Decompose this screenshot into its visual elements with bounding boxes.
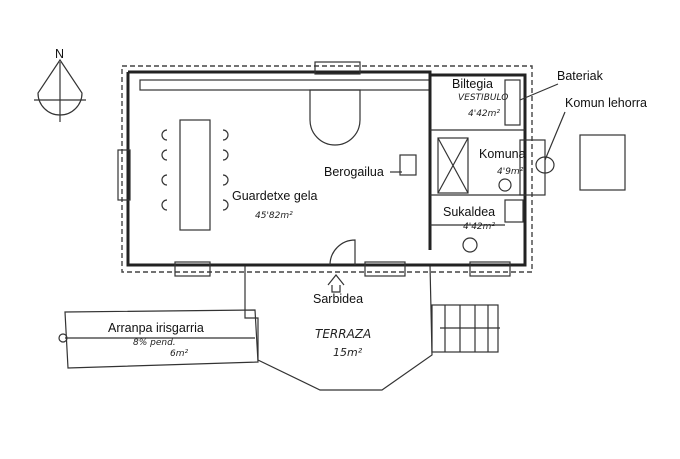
window — [117, 149, 131, 201]
room-note-vestibulo: VESTIBULO — [458, 93, 508, 103]
shower — [437, 137, 469, 194]
ramp-slope: 8% pend. — [133, 338, 176, 348]
callout-bateriak: Bateriak — [557, 69, 604, 83]
room-label-komuna: Komuna — [479, 147, 526, 161]
sink — [498, 178, 512, 192]
stove — [504, 199, 524, 223]
entrance-door — [329, 239, 356, 266]
room-label-biltegia: Biltegia — [452, 77, 493, 91]
room-area-biltegia: 4'42m² — [468, 109, 500, 119]
window — [364, 261, 406, 277]
room-label-sukaldea: Sukaldea — [443, 205, 495, 219]
kitchen-sink — [462, 237, 478, 253]
ramp-label: Arranpa irisgarria — [108, 321, 204, 335]
room-label-terraza: TERRAZA — [315, 327, 371, 341]
room-area-komuna: 4'9m² — [497, 167, 524, 177]
external-box — [579, 134, 626, 191]
entrance-arrow-icon — [327, 274, 345, 293]
room-label-guardetxe: Guardetxe gela — [232, 189, 318, 203]
window — [314, 61, 361, 75]
north-compass-icon: N — [34, 47, 86, 122]
table — [179, 119, 211, 231]
room-area-sukaldea: 4'42m² — [463, 222, 495, 232]
window — [174, 261, 211, 277]
callout-sarbidea: Sarbidea — [313, 292, 363, 306]
heater — [399, 154, 417, 176]
callout-komun-lehorra: Komun lehorra — [565, 96, 647, 110]
ramp-area: 6m² — [170, 349, 188, 359]
window — [469, 261, 511, 277]
room-area-guardetxe: 45'82m² — [255, 211, 293, 221]
dry-toilet — [535, 156, 555, 174]
terrace-floor — [58, 264, 500, 391]
batteries — [504, 79, 521, 126]
building-walls — [117, 61, 626, 277]
room-area-terraza: 15m² — [333, 346, 363, 359]
compass-north-label: N — [55, 47, 64, 61]
ramp-floor — [64, 309, 259, 369]
callout-berogailua: Berogailua — [324, 165, 384, 179]
